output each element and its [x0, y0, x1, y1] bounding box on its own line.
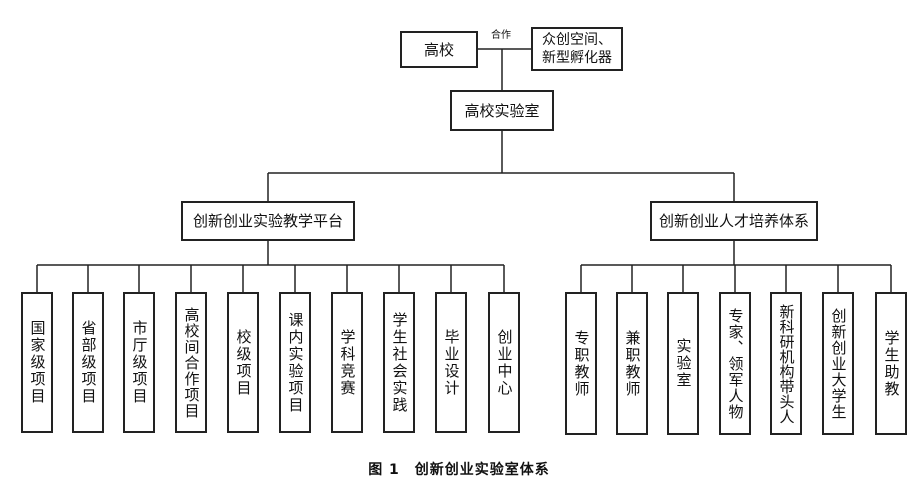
talent-title: 创新创业人才培养体系	[658, 212, 809, 230]
lab-box: 高校实验室	[450, 90, 554, 131]
platform-item: 校级项目	[227, 292, 259, 433]
platform-item-label: 创业中心	[495, 328, 514, 397]
figure-caption: 图 1 创新创业实验室体系	[368, 462, 550, 478]
platform-title: 创新创业实验教学平台	[192, 212, 343, 230]
cooperation-label: 合作	[491, 30, 511, 41]
talent-item: 专职教师	[565, 292, 597, 435]
platform-box: 创新创业实验教学平台	[181, 201, 355, 241]
platform-item: 学科竞赛	[331, 292, 363, 433]
platform-item: 高校间合作项目	[175, 292, 207, 433]
platform-item-label: 校级项目	[234, 328, 253, 397]
platform-item: 毕业设计	[435, 292, 467, 433]
talent-item-label: 兼职教师	[623, 329, 642, 398]
platform-item: 学生社会实践	[383, 292, 415, 433]
talent-item-label: 实验室	[674, 338, 693, 389]
platform-item-label: 国家级项目	[28, 320, 47, 405]
talent-item: 实验室	[667, 292, 699, 435]
platform-item: 课内实验项目	[279, 292, 311, 433]
platform-item: 创业中心	[488, 292, 520, 433]
talent-box: 创新创业人才培养体系	[650, 201, 818, 241]
platform-item: 市厅级项目	[123, 292, 155, 433]
partner-label: 众创空间、新型孵化器	[542, 32, 612, 66]
platform-item-label: 省部级项目	[79, 320, 98, 405]
university-label: 高校	[423, 40, 454, 59]
talent-item-label: 专职教师	[572, 329, 591, 398]
partner-box: 众创空间、新型孵化器	[531, 27, 623, 71]
platform-item: 国家级项目	[21, 292, 53, 433]
platform-item-label: 高校间合作项目	[182, 306, 201, 419]
lab-label: 高校实验室	[464, 101, 540, 120]
talent-item: 创新创业大学生	[822, 292, 854, 435]
platform-item-label: 学科竞赛	[338, 328, 357, 397]
talent-item: 专家、领军人物	[719, 292, 751, 435]
talent-item-label: 专家、领军人物	[726, 307, 745, 420]
talent-item: 兼职教师	[616, 292, 648, 435]
university-box: 高校	[400, 31, 478, 68]
talent-item-label: 学生助教	[882, 329, 901, 398]
platform-item-label: 市厅级项目	[130, 320, 149, 405]
talent-item: 新科研机构带头人	[770, 292, 802, 435]
talent-item: 学生助教	[875, 292, 907, 435]
platform-item-label: 学生社会实践	[390, 311, 409, 414]
platform-item: 省部级项目	[72, 292, 104, 433]
platform-item-label: 毕业设计	[442, 328, 461, 397]
talent-item-label: 新科研机构带头人	[777, 303, 796, 424]
platform-item-label: 课内实验项目	[286, 311, 305, 414]
talent-item-label: 创新创业大学生	[829, 307, 848, 420]
